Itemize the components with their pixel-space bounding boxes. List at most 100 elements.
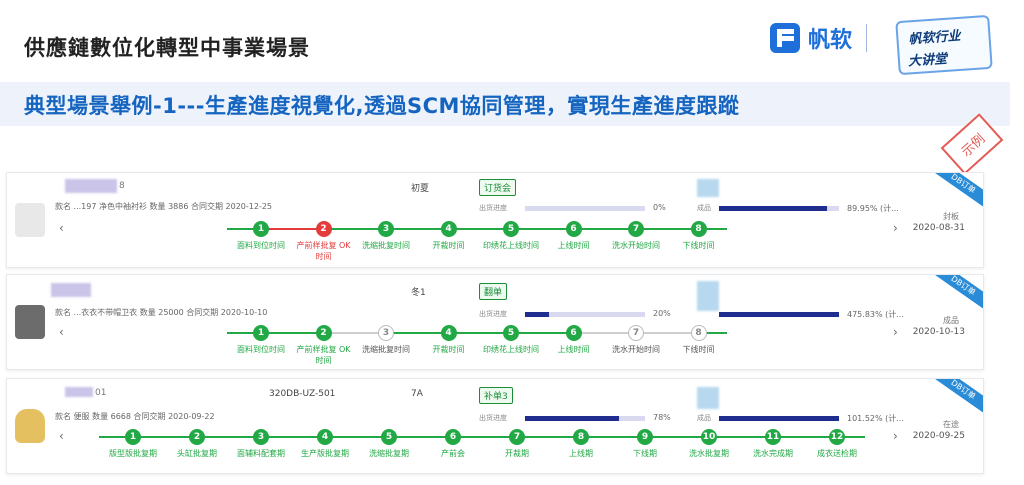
step-marker[interactable]: 8 <box>690 325 707 341</box>
redacted-code <box>51 283 91 297</box>
order-ribbon: DB订单 <box>924 379 983 420</box>
finish-progress-value: 101.52% (计... <box>847 414 904 423</box>
ship-progress-fill <box>525 312 549 317</box>
step-marker[interactable]: 1 <box>125 429 141 445</box>
finish-progress-bar <box>719 416 839 421</box>
step-marker[interactable]: 6 <box>445 429 461 445</box>
order-card[interactable]: DB订单 01 320DB-UZ-501 款名 便服 数量 6668 合同交期 … <box>6 378 984 474</box>
step-marker[interactable]: 9 <box>637 429 653 445</box>
step-marker[interactable]: 1 <box>253 221 269 237</box>
step-connector <box>709 436 773 438</box>
lecture-badge: 帆软行业 大讲堂 <box>895 14 993 76</box>
finish-progress-bar <box>719 206 839 211</box>
step-marker[interactable]: 4 <box>440 221 457 237</box>
step-marker[interactable]: 2 <box>315 325 332 341</box>
step-label: 洗水开始时间 <box>612 345 660 354</box>
scroll-left-arrow[interactable]: ‹ <box>59 325 64 339</box>
order-meta: 款名 便服 数量 6668 合同交期 2020-09-22 <box>55 412 215 421</box>
step-marker[interactable]: 12 <box>829 429 845 445</box>
step-label: 上线时间 <box>557 241 590 250</box>
step-marker[interactable]: 3 <box>253 429 269 445</box>
step-connector <box>706 332 727 334</box>
style-number: 320DB-UZ-501 <box>269 389 336 399</box>
scroll-right-arrow[interactable]: › <box>893 429 898 443</box>
garment-thumbnail[interactable] <box>15 409 45 443</box>
order-meta: 款名 ...197 净色中袖衬衫 数量 3886 合同交期 2020-12-25 <box>55 202 273 211</box>
step-marker[interactable]: 7 <box>628 221 644 237</box>
step-connector <box>573 228 636 230</box>
step-marker[interactable]: 5 <box>381 429 397 445</box>
step-connector <box>573 332 636 334</box>
badge-line-2: 大讲堂 <box>907 51 948 70</box>
step-marker[interactable]: 6 <box>565 221 582 237</box>
step-marker[interactable]: 1 <box>253 325 269 341</box>
finish-progress-label: 成品 <box>697 414 711 422</box>
step-marker[interactable]: 2 <box>315 221 332 237</box>
step-connector <box>511 332 574 334</box>
step-connector <box>845 436 865 438</box>
scroll-right-arrow[interactable]: › <box>893 325 898 339</box>
season-field: 7A <box>411 389 423 399</box>
ship-progress-label: 出货进度 <box>479 414 507 422</box>
step-connector <box>706 228 727 230</box>
step-connector <box>133 436 197 438</box>
redacted-code <box>65 387 93 397</box>
step-connector <box>227 228 253 230</box>
scroll-right-arrow[interactable]: › <box>893 221 898 235</box>
step-label: 产前样批复 OK时间 <box>296 241 351 261</box>
order-type-tag: 订货会 <box>479 179 517 196</box>
step-connector <box>386 332 449 334</box>
order-code-suffix: 8 <box>119 181 125 191</box>
order-card[interactable]: DB订单 8 款名 ...197 净色中袖衬衫 数量 3886 合同交期 202… <box>6 172 984 268</box>
slide-title: 供應鏈數位化轉型中事業場景 <box>24 36 310 60</box>
step-label: 开裁时间 <box>432 241 465 250</box>
order-ribbon: DB订单 <box>924 173 983 214</box>
ship-progress-bar <box>525 312 645 317</box>
step-connector <box>386 228 449 230</box>
step-label: 产前样批复 OK时间 <box>296 345 351 365</box>
redacted-code <box>65 179 117 193</box>
step-connector <box>448 332 511 334</box>
ship-progress-value: 78% <box>653 413 671 422</box>
ship-progress-label: 出货进度 <box>479 310 507 318</box>
step-label: 开裁时间 <box>432 345 465 354</box>
garment-thumbnail[interactable] <box>15 203 45 237</box>
order-code-suffix: 01 <box>95 388 107 398</box>
order-card[interactable]: DB订单 款名 ...衣衣不带帽卫衣 数量 25000 合同交期 2020-10… <box>6 274 984 370</box>
step-label: 洗缩批复时间 <box>362 345 410 354</box>
step-marker[interactable]: 8 <box>690 221 707 237</box>
step-marker[interactable]: 8 <box>573 429 589 445</box>
garment-thumbnail[interactable] <box>15 305 45 339</box>
step-connector <box>511 228 574 230</box>
step-connector <box>99 436 125 438</box>
ship-progress-bar <box>525 206 645 211</box>
ship-progress-bar <box>525 416 645 421</box>
step-marker[interactable]: 4 <box>317 429 333 445</box>
step-marker[interactable]: 10 <box>701 429 717 445</box>
step-marker[interactable]: 5 <box>503 221 519 237</box>
step-label: 洗水开始时间 <box>612 241 660 250</box>
step-marker[interactable]: 5 <box>503 325 519 341</box>
step-label: 成衣送检期 <box>817 449 857 458</box>
season-field: 冬1 <box>411 288 426 298</box>
step-connector <box>261 436 325 438</box>
scroll-left-arrow[interactable]: ‹ <box>59 221 64 235</box>
order-type-tag: 补单3 <box>479 387 513 404</box>
step-marker[interactable]: 7 <box>628 325 644 341</box>
scroll-left-arrow[interactable]: ‹ <box>59 429 64 443</box>
step-label: 生产版批复期 <box>301 449 349 458</box>
step-label: 洗缩批复时间 <box>362 241 410 250</box>
step-marker[interactable]: 2 <box>189 429 205 445</box>
step-marker[interactable]: 11 <box>765 429 781 445</box>
step-marker[interactable]: 7 <box>509 429 525 445</box>
step-marker[interactable]: 3 <box>378 325 394 341</box>
step-marker[interactable]: 6 <box>565 325 582 341</box>
step-marker[interactable]: 4 <box>440 325 457 341</box>
step-label: 版型版批复期 <box>109 449 157 458</box>
step-connector <box>261 332 324 334</box>
step-marker[interactable]: 3 <box>378 221 394 237</box>
subtitle-band <box>0 82 1010 126</box>
fanruan-logo-icon <box>770 23 800 53</box>
step-label: 下线时间 <box>682 241 715 250</box>
order-meta: 款名 ...衣衣不带帽卫衣 数量 25000 合同交期 2020-10-10 <box>55 308 268 317</box>
